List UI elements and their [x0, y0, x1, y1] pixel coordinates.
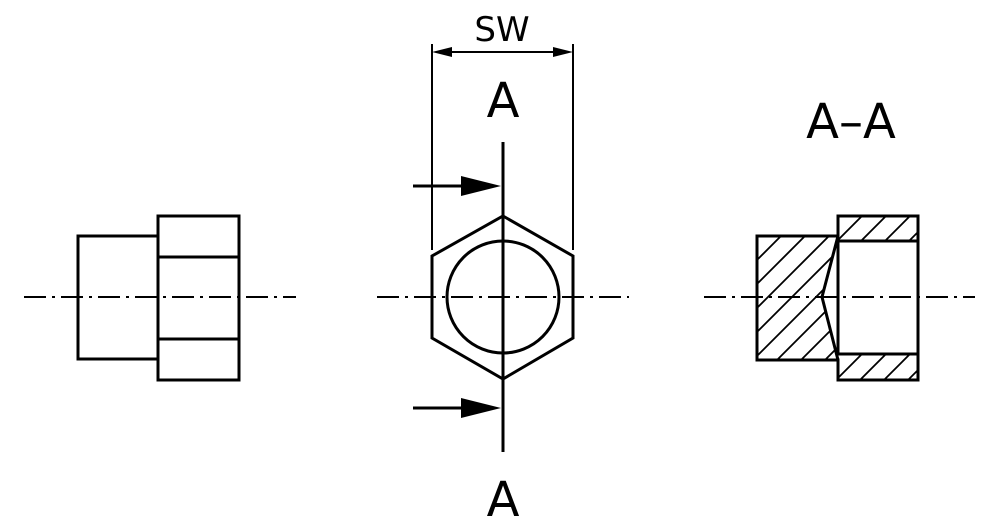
section-mark-bottom-label: A — [487, 472, 520, 528]
section-hatching-flange-top — [838, 216, 918, 241]
section-view: A–A — [704, 94, 975, 382]
section-arrow-bottom — [413, 398, 501, 418]
sw-dimension: SW — [431, 10, 574, 250]
sw-arrowhead-left — [432, 47, 452, 57]
front-view: SW A A — [377, 10, 629, 528]
section-arrow-top — [413, 176, 501, 196]
sw-arrowhead-right — [553, 47, 573, 57]
section-view-title: A–A — [806, 94, 896, 150]
section-mark-top-label: A — [487, 73, 520, 129]
section-outer-contour — [755, 214, 920, 382]
side-view — [24, 214, 296, 382]
section-drill-point-cone — [820, 235, 840, 361]
side-view-hex-head — [156, 214, 241, 382]
section-hatching-flange-bottom — [838, 354, 918, 380]
sw-label: SW — [474, 10, 529, 50]
